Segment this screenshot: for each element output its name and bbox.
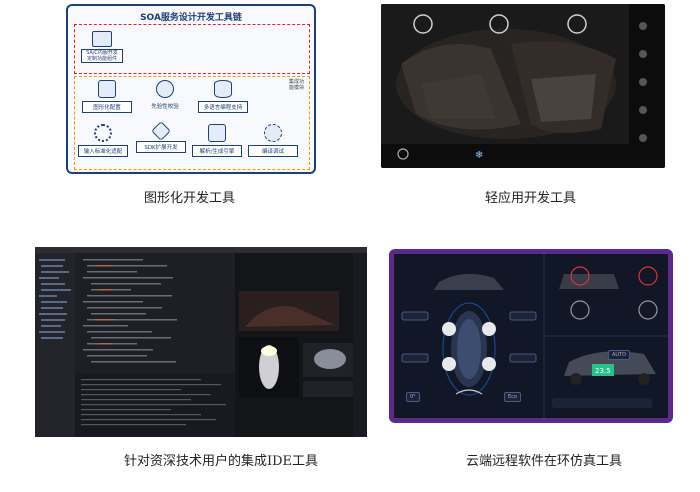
tool-input-adapter: 输入标准化适配 (78, 124, 128, 157)
tool-input-adapter-label: 输入标准化适配 (78, 145, 128, 157)
tool-parse-engine: 解析/生成引擎 (192, 124, 242, 157)
tool-custom-component-label: SA/C内服开发 定制功能组件 (81, 49, 123, 63)
mode-badge[interactable]: Eco (504, 392, 521, 402)
tool-custom-component: SA/C内服开发 定制功能组件 (81, 31, 123, 63)
ide-window (35, 247, 367, 437)
svg-text:❄: ❄ (475, 150, 483, 161)
tool-compile-debug-label: 编译调试 (248, 145, 298, 157)
car-seat-view: ❄ (381, 4, 665, 168)
tool-compile-debug: 编译调试 (248, 124, 298, 157)
light-app-screenshot: ❄ (381, 4, 665, 168)
ide-screenshot (35, 247, 367, 437)
tool-multi-language-label: 多语言编程支持 (198, 101, 248, 113)
tool-parse-engine-label: 解析/生成引擎 (192, 145, 242, 157)
tool-sdk-extension-label: SDK扩展开发 (136, 141, 186, 153)
component-icon (92, 31, 112, 47)
tool-graphical-config-label: 图形化配置 (82, 101, 132, 113)
soa-toolchain-panel: SOA服务设计开发工具链 SA/C内服开发 定制功能组件 集成功能模块 图形化配… (66, 4, 316, 174)
caption-light-app-tool: 轻应用开发工具 (485, 191, 577, 206)
cloud-sim-screen: 23.5 0° Eco AUTO (394, 254, 668, 418)
soa-toolchain-title: SOA服务设计开发工具链 (140, 13, 242, 23)
tool-graphical-config: 图形化配置 (82, 80, 132, 113)
tool-prior-validation-label: 先验性校验 (151, 104, 179, 110)
auto-badge[interactable]: AUTO (608, 350, 631, 360)
loading-dots-icon (94, 124, 112, 142)
vehicle-dashboard: 23.5 (394, 254, 668, 418)
integration-module-label: 集成功能模块 (289, 79, 305, 91)
cubes-icon (151, 121, 171, 141)
top-component-box: SA/C内服开发 定制功能组件 (74, 24, 310, 74)
caption-ide-tool: 针对资深技术用户的集成IDE工具 (124, 454, 319, 469)
chart-icon (98, 80, 116, 98)
battery-gauge-value: 23.5 (595, 367, 611, 375)
caption-graphical-tool: 图形化开发工具 (144, 191, 236, 206)
tool-sdk-extension: SDK扩展开发 (136, 121, 186, 153)
gears-icon (264, 124, 282, 142)
integration-module-box: 集成功能模块 (74, 76, 310, 170)
temp-badge[interactable]: 0° (406, 392, 420, 402)
gear-check-icon (156, 80, 174, 98)
tool-prior-validation: 先验性校验 (140, 80, 190, 111)
database-icon (214, 80, 232, 98)
flow-icon (208, 124, 226, 142)
tool-multi-language: 多语言编程支持 (198, 80, 248, 113)
caption-cloud-sim-tool: 云端远程软件在环仿真工具 (466, 454, 623, 469)
cloud-sim-screenshot: 23.5 0° Eco AUTO (389, 249, 673, 423)
